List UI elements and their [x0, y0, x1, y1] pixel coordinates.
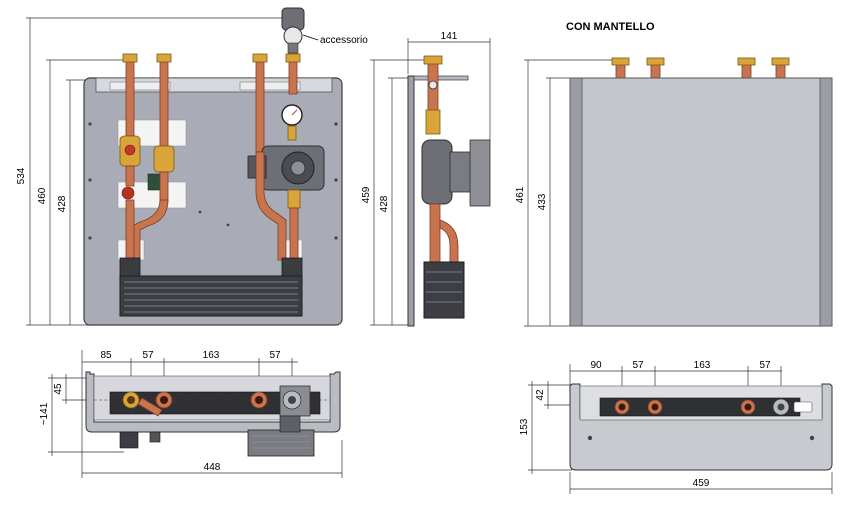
mantle-cover — [569, 77, 833, 327]
side-heat-exchanger — [423, 261, 465, 319]
dim-front-460: 460 — [37, 187, 48, 204]
dim-br-153: 153 — [519, 418, 530, 435]
dim-br-163: 163 — [694, 360, 711, 371]
dim-br-57a: 57 — [632, 360, 644, 371]
bottom-view-right: 90 57 163 57 42 153 459 — [519, 360, 833, 494]
front-heat-exchanger — [119, 275, 303, 317]
dim-br-90: 90 — [590, 360, 602, 371]
accessory-label: accessorio — [320, 35, 368, 46]
dim-mantle-433: 433 — [537, 193, 548, 210]
side-back-plate — [407, 75, 415, 327]
dim-side-428: 428 — [379, 195, 390, 212]
valve-left-2 — [153, 145, 175, 173]
dim-bl-448: 448 — [204, 462, 221, 473]
side-view: 141 459 428 — [361, 31, 491, 327]
dim-br-459: 459 — [693, 478, 710, 489]
dim-front-534: 534 — [16, 167, 27, 184]
dim-bl-85: 85 — [100, 350, 112, 361]
dim-side-459: 459 — [361, 186, 372, 203]
dim-bl-57a: 57 — [142, 350, 154, 361]
dim-br-42: 42 — [535, 389, 546, 401]
con-mantello-title: CON MANTELLO — [566, 21, 655, 33]
dim-br-57b: 57 — [759, 360, 771, 371]
br-mantle-outline — [569, 383, 833, 471]
bottom-view-left: 85 57 163 57 45 ~141 448 — [39, 350, 343, 478]
dim-bl-57b: 57 — [269, 350, 281, 361]
dim-mantle-461: 461 — [515, 186, 526, 203]
dim-front-428: 428 — [57, 195, 68, 212]
mantle-view: CON MANTELLO 461 433 — [515, 21, 833, 327]
dim-bl-141: ~141 — [39, 402, 50, 425]
side-pump — [421, 139, 453, 205]
dim-bl-45: 45 — [53, 383, 64, 395]
dim-bl-163: 163 — [203, 350, 220, 361]
front-view: 534 460 428 — [16, 7, 368, 326]
bl-tray — [85, 371, 341, 433]
dim-side-141: 141 — [441, 31, 458, 42]
